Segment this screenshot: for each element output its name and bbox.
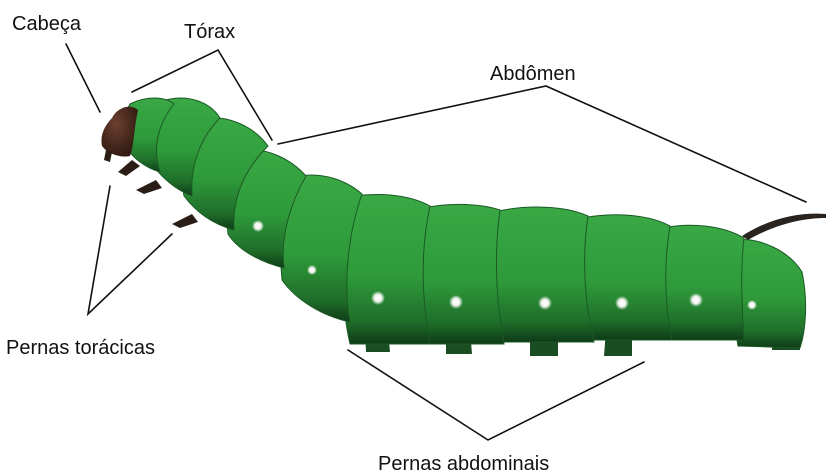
- thoracic-leg: [136, 180, 162, 194]
- spiracle-spot: [252, 220, 264, 232]
- thoracic-leg: [172, 214, 198, 228]
- spiracle-spot: [615, 296, 629, 310]
- caterpillar-body: [124, 98, 806, 348]
- abdomen-label: Abdômen: [490, 63, 576, 85]
- body-segment: [492, 207, 594, 342]
- head-leader-line: [66, 44, 100, 112]
- spiracle-spot: [689, 293, 703, 307]
- thoracic-leg: [118, 160, 140, 176]
- tail-filament: [742, 214, 826, 240]
- abdomen-leader-line: [278, 86, 806, 202]
- body-segment: [581, 215, 672, 340]
- body-segment: [343, 194, 430, 344]
- mandible: [104, 150, 112, 162]
- abdominal-legs-leader-line: [348, 350, 644, 440]
- spiracle-spot: [449, 295, 463, 309]
- thoracic-legs-leader-line: [88, 186, 172, 314]
- thorax-label: Tórax: [184, 21, 235, 43]
- body-segment: [417, 204, 504, 344]
- spiracle-spot: [307, 265, 317, 275]
- body-segment: [660, 225, 744, 340]
- head-label: Cabeça: [12, 13, 82, 35]
- spiracle-spot: [371, 291, 385, 305]
- abdominal-legs-label: Pernas abdominais: [378, 453, 549, 475]
- spiracle-spot: [747, 300, 757, 310]
- spiracle-spot: [538, 296, 552, 310]
- thoracic-legs-label: Pernas torácicas: [6, 337, 155, 359]
